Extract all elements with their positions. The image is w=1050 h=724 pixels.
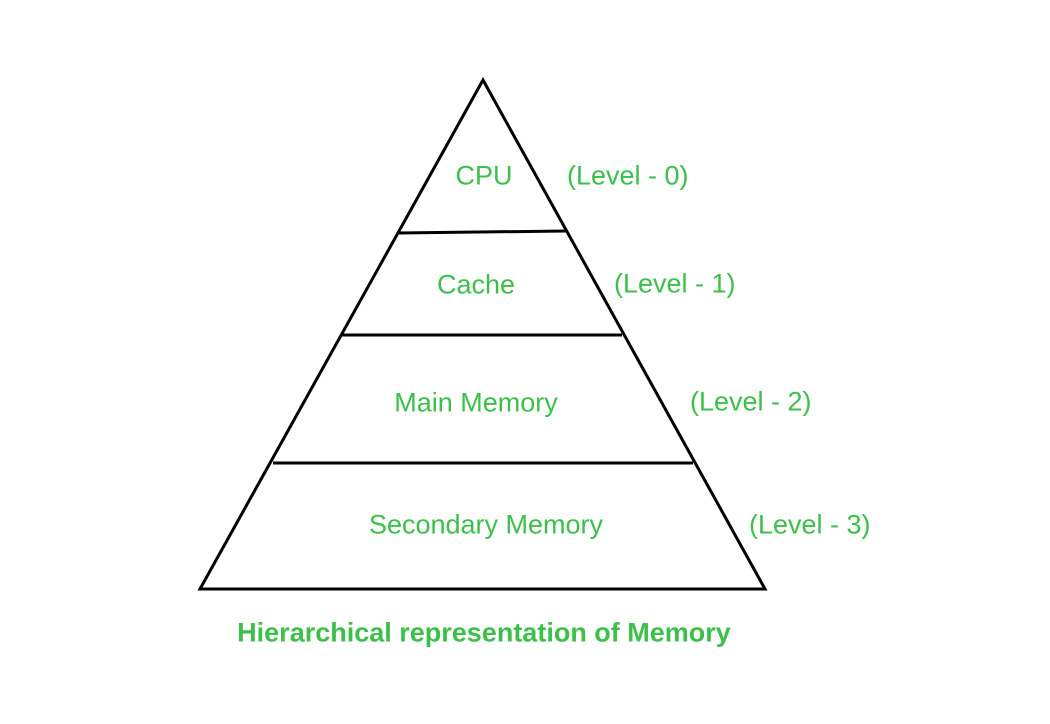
level-label-3: (Level - 3) [749, 509, 871, 540]
tier-label-cache: Cache [436, 269, 516, 300]
tier-label-main-memory: Main Memory [394, 387, 558, 418]
tier-label-secondary-memory: Secondary Memory [368, 509, 604, 540]
tier-label-cpu: CPU [455, 160, 513, 191]
level-label-0: (Level - 0) [567, 160, 689, 191]
level-label-1: (Level - 1) [614, 268, 736, 299]
tier-divider-0-1 [397, 229, 567, 235]
level-label-2: (Level - 2) [690, 386, 812, 417]
diagram-caption: Hierarchical representation of Memory [237, 617, 731, 648]
